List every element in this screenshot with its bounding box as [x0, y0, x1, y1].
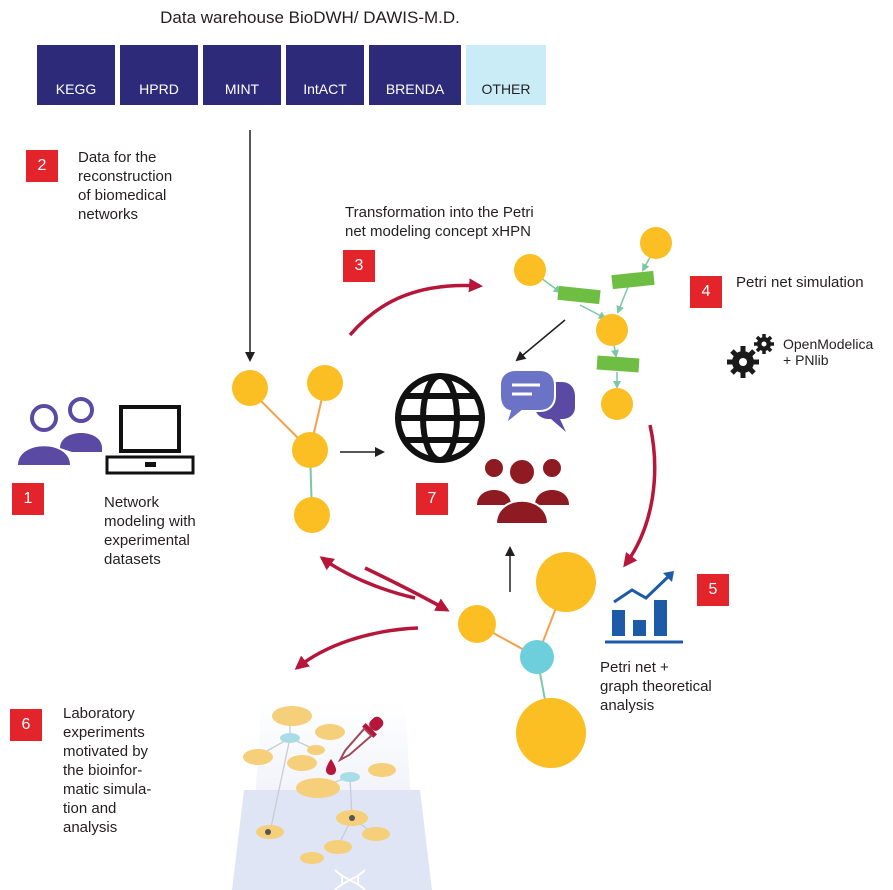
pipette-icon	[337, 716, 384, 763]
step-6-text: Laboratory experiments motivated by the …	[63, 705, 152, 836]
step-7-badge: 7	[416, 483, 448, 515]
node	[292, 432, 328, 468]
chat-bubbles-icon	[499, 369, 575, 432]
laptop-icon	[105, 405, 195, 475]
node	[520, 640, 554, 674]
people-group-icon	[477, 458, 569, 525]
bar-chart-icon	[605, 571, 683, 644]
users-icon	[18, 397, 102, 465]
db-other: OTHER	[466, 45, 546, 105]
node	[294, 497, 330, 533]
db-mint: MINT	[203, 45, 281, 105]
step-6-badge: 6	[10, 709, 42, 741]
lab-experiment-illustration	[232, 700, 432, 890]
db-brenda: BRENDA	[369, 45, 461, 105]
diagram-title: Data warehouse BioDWH/ DAWIS-M.D.	[160, 8, 460, 27]
tool-label: OpenModelica + PNlib	[783, 336, 874, 368]
place	[596, 314, 628, 346]
step-2-text: Data for the reconstruction of biomedica…	[78, 149, 173, 223]
globe-icon	[395, 373, 485, 463]
step-4-badge: 4	[690, 276, 722, 308]
place	[640, 227, 672, 259]
petri-net	[514, 227, 672, 420]
place	[601, 388, 633, 420]
place	[514, 254, 546, 286]
db-hprd: HPRD	[120, 45, 198, 105]
network-graph-right	[458, 552, 596, 768]
step-5-badge: 5	[697, 574, 729, 606]
gears-icon	[727, 334, 774, 378]
step-1-text: Network modeling with experimental datas…	[104, 494, 196, 568]
step-1-badge: 1	[12, 483, 44, 515]
step-5-text: Petri net + graph theoretical analysis	[600, 659, 712, 714]
node	[458, 605, 496, 643]
step-3-text: Transformation into the Petri net modeli…	[345, 204, 534, 240]
dna-icon	[334, 869, 366, 890]
step-4-text: Petri net simulation	[736, 274, 864, 291]
network-graph-left	[232, 365, 343, 533]
node	[232, 370, 268, 406]
node	[516, 698, 586, 768]
step-2-badge: 2	[26, 150, 58, 182]
transition	[557, 285, 601, 305]
db-intact: IntACT	[286, 45, 364, 105]
node	[307, 365, 343, 401]
step-3-badge: 3	[343, 250, 375, 282]
transition	[596, 355, 640, 373]
node	[536, 552, 596, 612]
transition	[611, 270, 655, 290]
db-kegg: KEGG	[37, 45, 115, 105]
